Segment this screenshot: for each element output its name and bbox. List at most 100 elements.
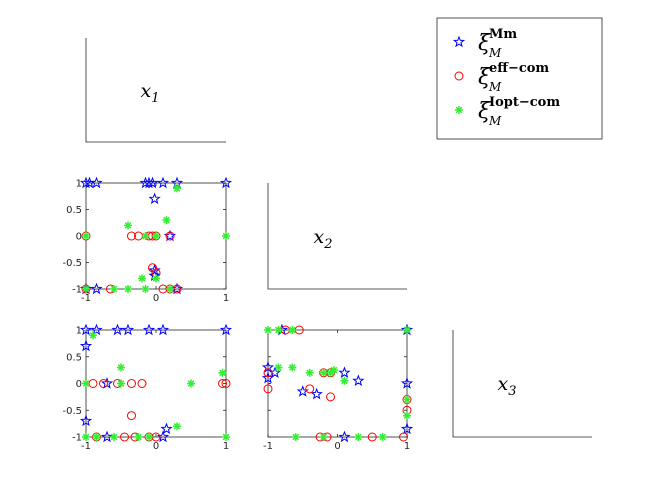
point-asterisk-3-1-6 — [134, 433, 143, 441]
point-star-3-1-7 — [79, 339, 93, 352]
point-asterisk-2-1-1 — [124, 221, 132, 230]
point-star-2-1-9 — [148, 192, 161, 205]
point-asterisk-2-1-8 — [124, 285, 132, 293]
ytick-label-3-1-1: 0.5 — [66, 352, 82, 363]
legend-label-1: ξ — [478, 65, 492, 90]
ytick-label-2-1-2: 0 — [76, 232, 82, 243]
legend-label-sup-2: Iopt−com — [489, 95, 560, 110]
point-asterisk-3-1-1 — [82, 379, 90, 388]
legend-box — [436, 17, 603, 140]
point-star-3-1-4 — [142, 323, 156, 336]
point-asterisk-3-2-9 — [340, 376, 349, 385]
point-asterisk-2-1-2 — [141, 232, 150, 240]
point-circle-3-2-2 — [305, 384, 315, 394]
ytick-label-2-1-4: -1 — [72, 285, 82, 296]
point-asterisk-3-2-8 — [330, 366, 339, 375]
point-asterisk-3-1-4 — [92, 433, 101, 441]
point-asterisk-3-1-0 — [89, 331, 97, 340]
point-asterisk-3-2-15 — [403, 411, 411, 420]
point-circle-3-1-12 — [221, 379, 231, 388]
point-asterisk-3-2-14 — [403, 395, 411, 404]
point-star-3-2-10 — [400, 422, 414, 435]
point-asterisk-3-1-7 — [145, 433, 153, 441]
point-asterisk-3-1-3 — [117, 379, 125, 388]
point-circle-3-2-10 — [367, 432, 377, 442]
point-star-3-1-10 — [160, 422, 173, 435]
point-star-3-2-0 — [261, 361, 275, 373]
point-star-3-1-5 — [156, 323, 170, 336]
point-circle-3-2-1 — [263, 384, 273, 394]
point-star-2-1-0 — [79, 176, 93, 189]
point-asterisk-3-2-1 — [274, 326, 283, 334]
point-asterisk-2-1-5 — [173, 184, 181, 193]
point-star-2-1-4 — [142, 176, 156, 189]
diag-axis-3 — [452, 330, 592, 438]
point-asterisk-3-1-12 — [82, 433, 90, 441]
diag-label-1: x1 — [141, 80, 160, 106]
legend-marker-0 — [452, 35, 466, 48]
diag-label-2: x2 — [314, 226, 333, 252]
point-star-3-1-3 — [121, 323, 135, 336]
point-asterisk-2-1-9 — [141, 285, 150, 293]
point-star-2-1-6 — [156, 176, 170, 189]
xtick-label-2-1-0: -1 — [81, 293, 91, 304]
xtick-label-2-1-2: 1 — [223, 293, 229, 304]
legend-label-sup-0: Mm — [489, 27, 517, 42]
point-asterisk-3-2-12 — [354, 433, 363, 441]
point-star-3-1-9 — [79, 414, 93, 427]
point-circle-3-2-5 — [326, 392, 336, 402]
point-asterisk-2-1-7 — [110, 285, 118, 293]
point-asterisk-3-2-13 — [378, 433, 387, 441]
point-asterisk-3-2-3 — [274, 363, 283, 372]
point-asterisk-2-1-0 — [82, 232, 90, 240]
xtick-label-3-1-2: 1 — [223, 441, 229, 452]
point-asterisk-3-2-0 — [264, 326, 272, 334]
legend-label-sup-1: eff−com — [489, 61, 549, 76]
xtick-label-3-1-1: 0 — [153, 441, 159, 452]
point-star-3-2-6 — [338, 366, 351, 379]
point-circle-3-1-3 — [127, 379, 136, 388]
xtick-label-2-1-1: 0 — [153, 293, 159, 304]
point-circle-3-1-6 — [120, 432, 129, 442]
point-asterisk-3-2-11 — [319, 433, 328, 441]
point-star-3-2-4 — [296, 385, 309, 397]
legend-label-sub-2: M — [488, 114, 502, 128]
point-asterisk-2-1-12 — [166, 285, 174, 293]
point-star-2-1-5 — [146, 176, 159, 189]
point-circle-2-1-1 — [127, 231, 136, 241]
ytick-label-3-1-0: 1 — [76, 326, 82, 337]
point-star-3-1-2 — [111, 323, 124, 336]
point-asterisk-2-1-11 — [152, 274, 160, 283]
point-star-3-2-9 — [400, 377, 414, 389]
ytick-label-2-1-0: 1 — [76, 179, 82, 190]
point-star-2-1-2 — [90, 176, 103, 189]
panel-frame-3-2 — [267, 329, 408, 438]
point-asterisk-3-2-6 — [319, 368, 328, 377]
diag-label-3: x3 — [498, 373, 517, 399]
point-asterisk-3-2-2 — [288, 326, 297, 334]
legend-marker-2 — [455, 106, 463, 114]
point-star-3-1-12 — [100, 430, 114, 443]
point-asterisk-2-1-13 — [82, 285, 90, 293]
point-asterisk-3-1-9 — [187, 379, 195, 388]
point-asterisk-2-1-3 — [152, 232, 160, 240]
point-asterisk-3-2-4 — [288, 363, 297, 372]
point-asterisk-3-1-11 — [222, 433, 230, 441]
xtick-label-3-2-1: 0 — [334, 441, 340, 452]
diag-label-sub-1: 1 — [151, 91, 159, 106]
point-star-3-1-6 — [219, 323, 233, 336]
points-layer — [79, 176, 414, 443]
diag-axis-1 — [85, 38, 226, 143]
ytick-label-3-1-3: -0.5 — [62, 406, 82, 417]
legend-label-sub-1: M — [488, 80, 502, 94]
point-star-2-1-14 — [90, 282, 103, 295]
xtick-label-3-2-0: -1 — [263, 441, 273, 452]
point-star-3-2-8 — [338, 430, 351, 443]
point-circle-2-1-6 — [165, 231, 175, 241]
point-asterisk-2-1-6 — [222, 232, 230, 240]
point-star-2-1-8 — [219, 176, 233, 189]
ytick-label-2-1-1: 0.5 — [66, 205, 82, 216]
ytick-label-3-1-2: 0 — [76, 379, 82, 390]
